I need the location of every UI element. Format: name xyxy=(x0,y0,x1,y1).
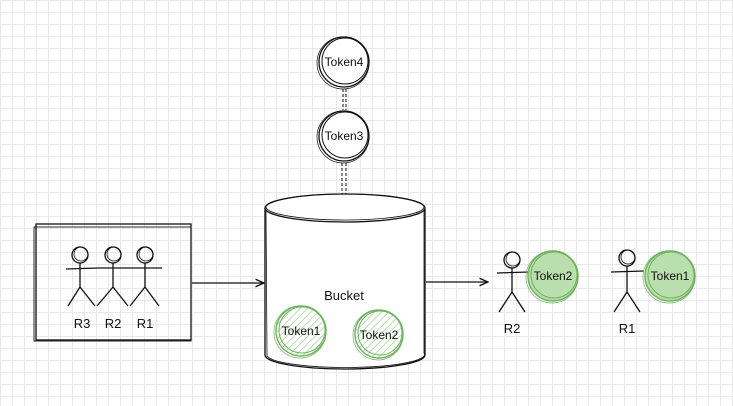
served-person-r2-figure xyxy=(496,251,530,313)
bucket-token-2 xyxy=(352,309,404,361)
queue-person-label: R1 xyxy=(137,316,154,331)
served-person-label: R1 xyxy=(619,321,636,336)
queue-person-r1-figure xyxy=(129,246,162,307)
queue-person-label: R3 xyxy=(74,316,91,331)
incoming-token-3 xyxy=(316,110,370,164)
served-person-r1-figure xyxy=(610,249,645,313)
queue-person-r2-figure xyxy=(96,246,130,307)
request-queue-box xyxy=(33,223,192,342)
queue-person-r3-figure xyxy=(65,246,99,307)
bucket-label: Bucket xyxy=(324,288,364,303)
incoming-token-4-label: Token4 xyxy=(325,55,364,69)
bucket-token-1-label: Token1 xyxy=(282,324,321,338)
served-token-2 xyxy=(525,250,579,304)
incoming-token-3-label: Token3 xyxy=(325,129,364,143)
served-token-2-label: Token2 xyxy=(534,269,573,283)
queue-person-label: R2 xyxy=(105,316,122,331)
bucket-token-2-label: Token2 xyxy=(360,328,399,342)
served-token-1 xyxy=(642,250,696,304)
served-person-label: R2 xyxy=(504,321,521,336)
served-token-1-label: Token1 xyxy=(651,269,690,283)
bucket-token-1 xyxy=(273,305,327,359)
